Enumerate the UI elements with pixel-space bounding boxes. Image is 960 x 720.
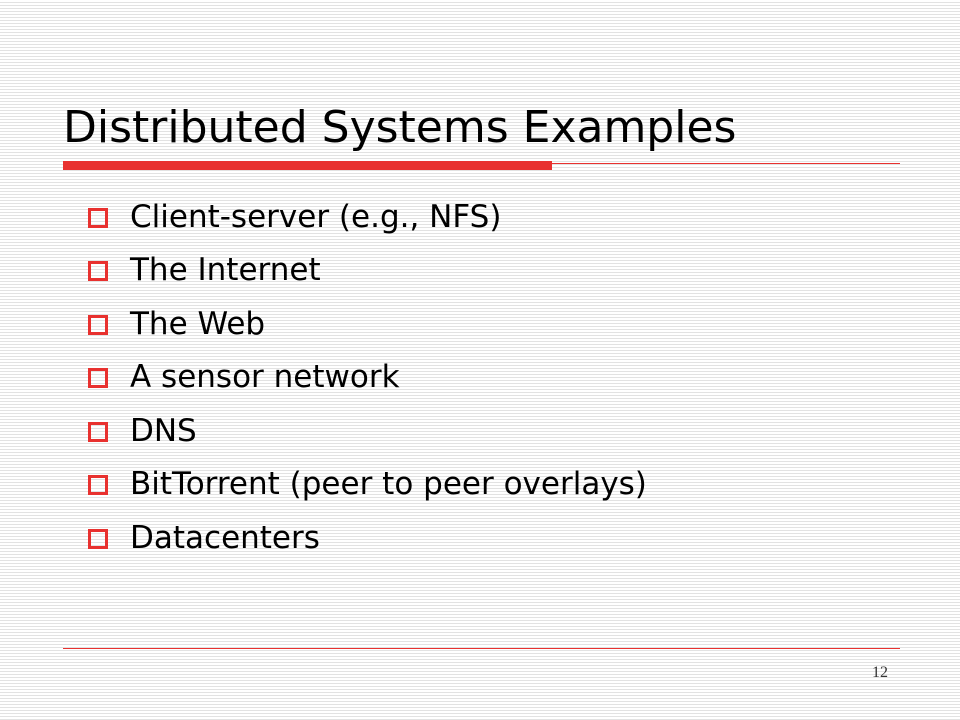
square-bullet-icon [88,368,108,389]
bullet-item: DNS [88,404,647,458]
square-bullet-icon [88,421,108,442]
title-underline-thick [63,161,552,170]
bullet-text: Datacenters [130,519,320,556]
bullet-item: Client-server (e.g., NFS) [88,190,647,244]
bullet-item: The Internet [88,244,647,298]
bullet-item: BitTorrent (peer to peer overlays) [88,458,647,512]
bullet-list: Client-server (e.g., NFS) The Internet T… [88,190,647,565]
bullet-text: A sensor network [130,359,400,396]
square-bullet-icon [88,314,108,335]
square-bullet-icon [88,261,108,282]
bullet-text: BitTorrent (peer to peer overlays) [130,466,647,503]
page-number: 12 [872,664,888,681]
bullet-text: The Web [130,305,266,342]
footer-divider [63,648,900,649]
bullet-text: The Internet [130,252,321,289]
square-bullet-icon [88,528,108,549]
title-underline-thin [552,163,900,164]
bullet-text: Client-server (e.g., NFS) [130,198,502,235]
square-bullet-icon [88,475,108,496]
bullet-item: A sensor network [88,351,647,405]
bullet-text: DNS [130,412,197,449]
slide-title: Distributed Systems Examples [63,102,737,153]
bullet-item: The Web [88,297,647,351]
square-bullet-icon [88,207,108,228]
bullet-item: Datacenters [88,511,647,565]
